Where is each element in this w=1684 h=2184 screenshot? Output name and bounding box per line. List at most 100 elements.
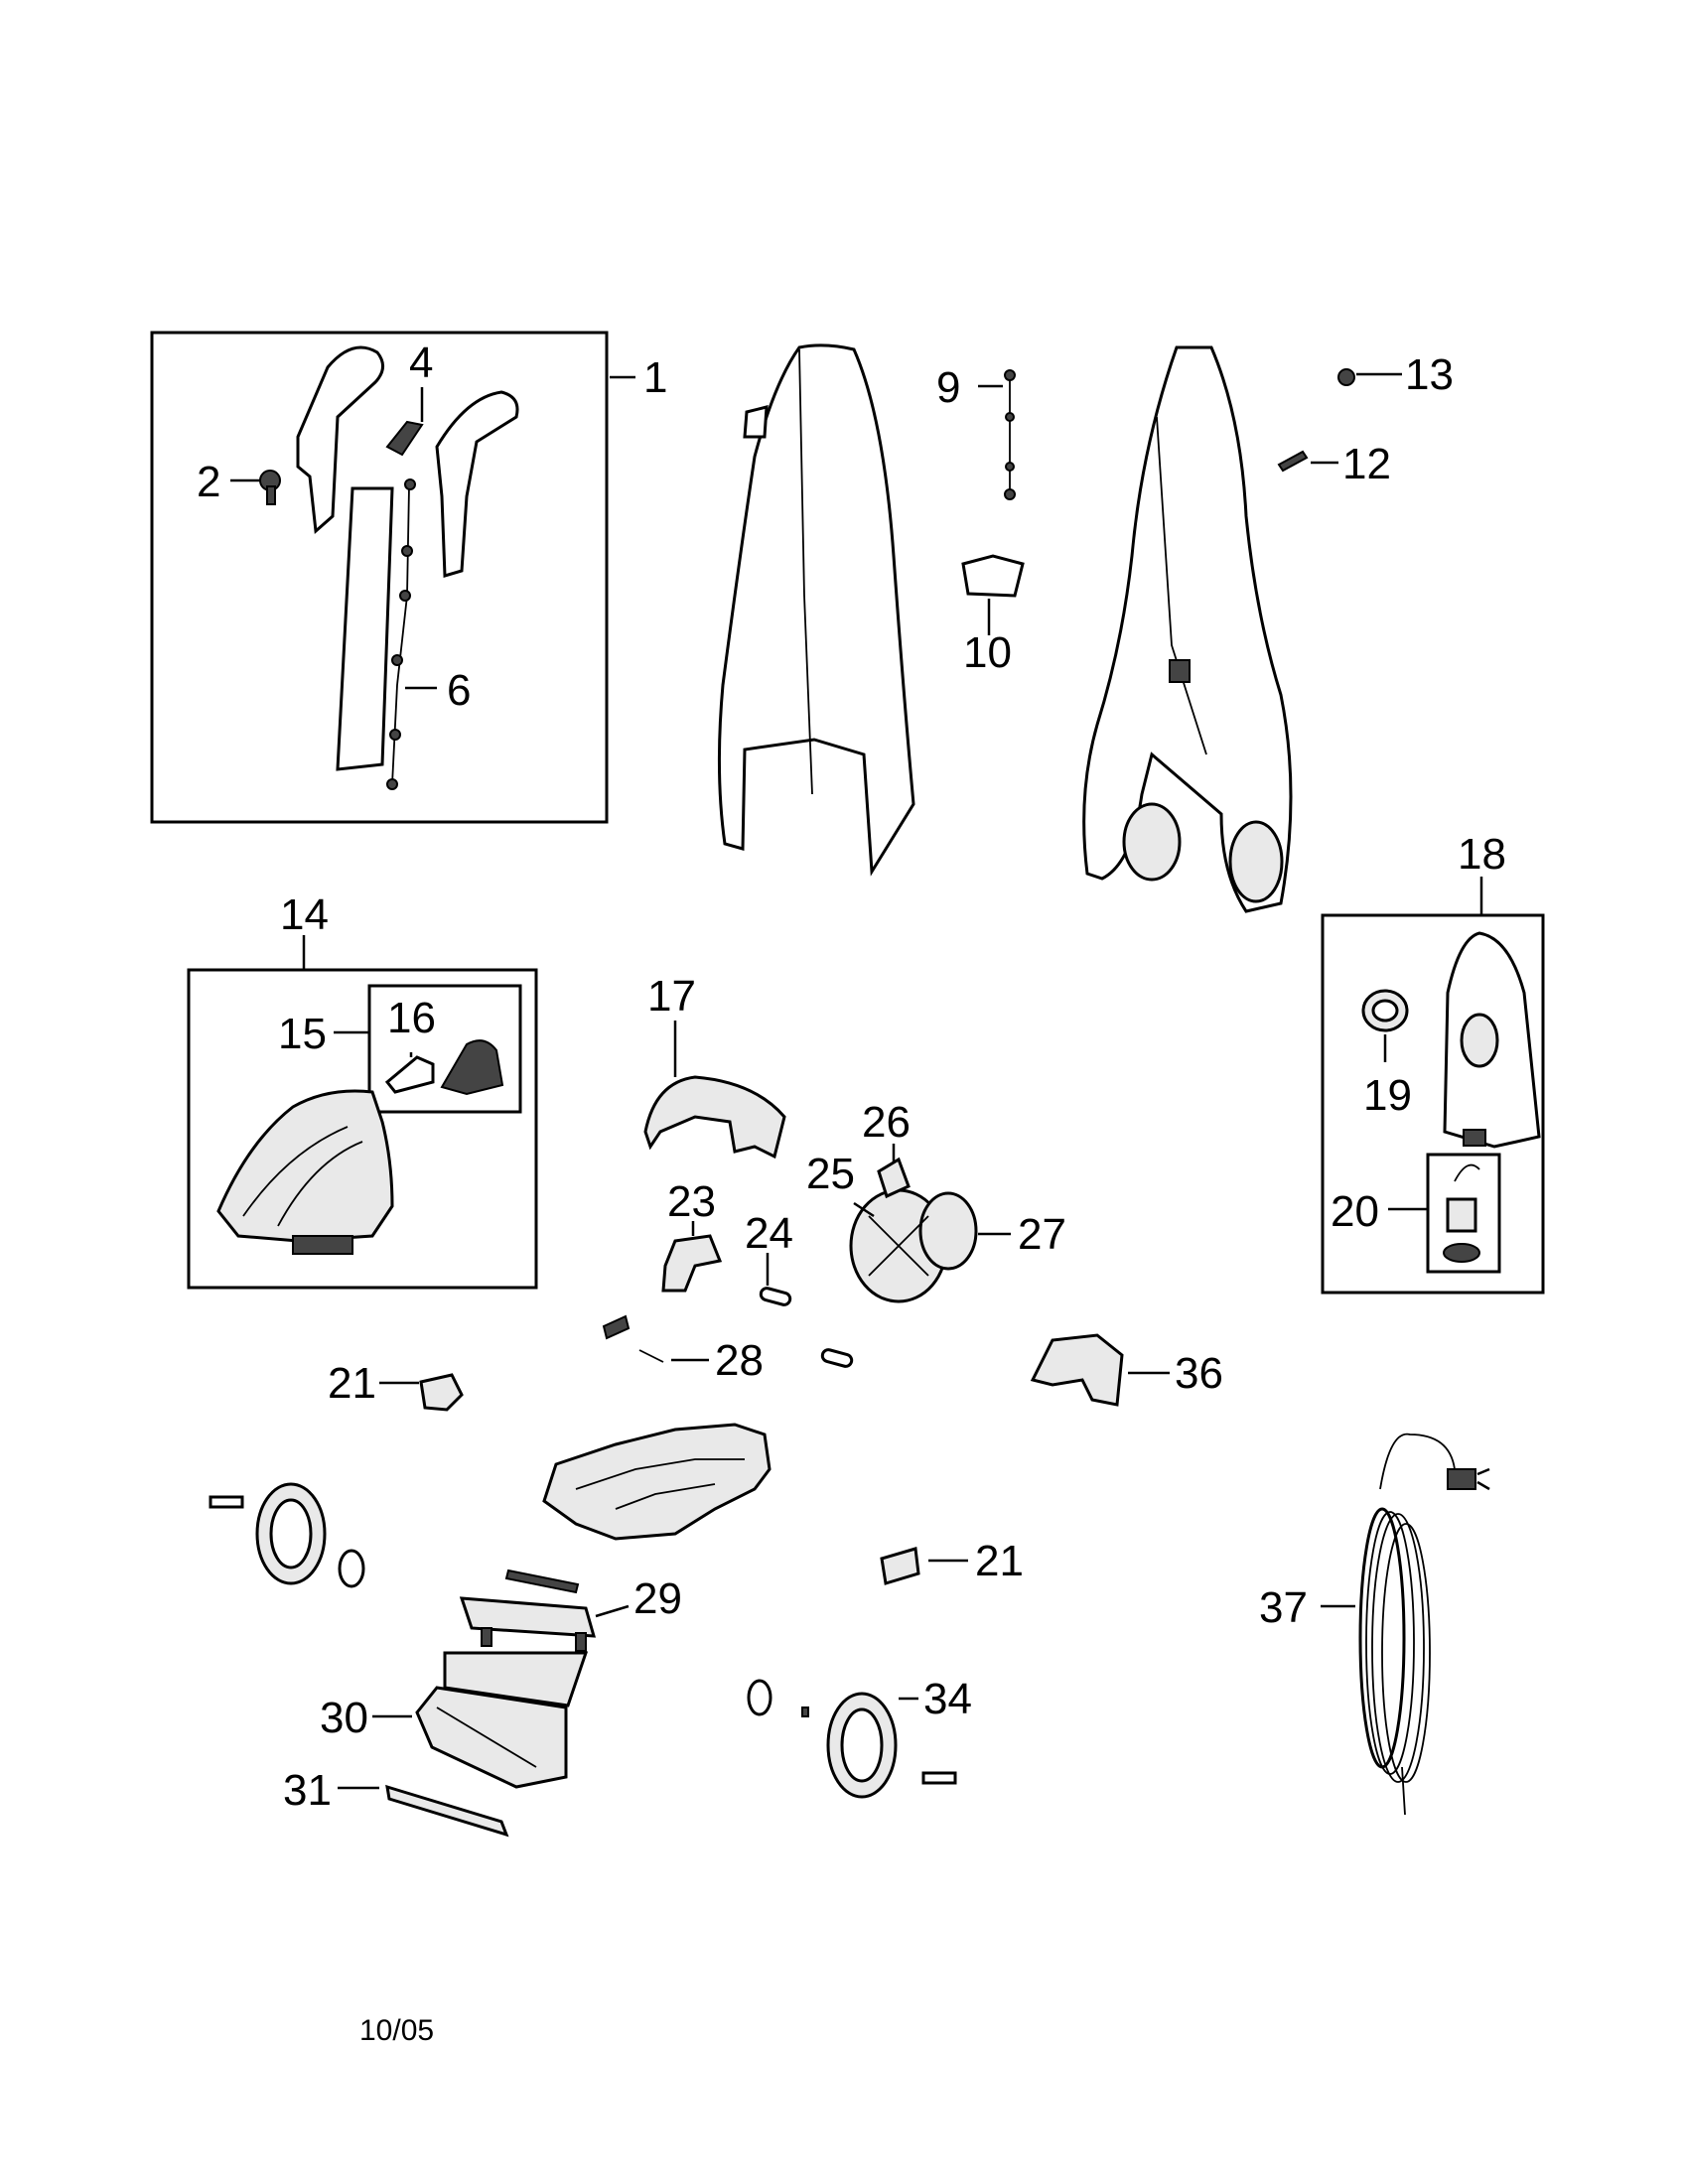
motor-group — [849, 1144, 1011, 1303]
brush-29-tab-a — [481, 1627, 492, 1647]
callout-24: 24 — [745, 1209, 793, 1258]
nut-13[interactable] — [1337, 368, 1355, 386]
callout-4: 4 — [409, 339, 433, 387]
wheel-34-hub — [840, 1707, 884, 1783]
motor-end-27 — [918, 1191, 978, 1271]
pin-28[interactable] — [638, 1349, 664, 1363]
rear-body[interactable] — [1082, 345, 1293, 913]
nozzle-upper-30[interactable] — [443, 1651, 589, 1707]
callout-36: 36 — [1175, 1349, 1223, 1398]
clip-21a[interactable] — [419, 1373, 464, 1412]
spring-28[interactable] — [602, 1314, 631, 1340]
group-box-1 — [150, 331, 609, 824]
dirty-tank-port — [1460, 1013, 1499, 1068]
rear-body-right-wheel — [1228, 820, 1284, 903]
callout-21-left: 21 — [328, 1359, 376, 1408]
axle-right[interactable] — [921, 1771, 957, 1785]
plug-prong-1 — [1476, 1467, 1490, 1476]
callout-30: 30 — [320, 1694, 368, 1742]
callout-34: 34 — [923, 1675, 972, 1723]
filter-16b[interactable] — [440, 1039, 504, 1096]
base-group — [542, 1423, 772, 1541]
tank-base — [292, 1235, 353, 1255]
front-cover-group — [717, 343, 915, 877]
handle-half-right[interactable] — [435, 390, 519, 578]
front-cover-tab — [743, 405, 769, 439]
callout-26: 26 — [862, 1098, 911, 1147]
callout-18: 18 — [1458, 830, 1506, 879]
callout-2: 2 — [197, 458, 220, 506]
part-21a-group — [379, 1373, 464, 1412]
leader-29 — [595, 1604, 630, 1618]
trigger-4[interactable] — [385, 420, 424, 457]
callout-19: 19 — [1363, 1071, 1412, 1120]
ring-left[interactable] — [338, 1549, 365, 1588]
cover-17[interactable] — [643, 1075, 786, 1160]
clean-water-tank[interactable] — [216, 1089, 394, 1243]
pin-12[interactable] — [1277, 450, 1309, 473]
group-box-14 — [187, 968, 538, 1290]
nozzle-30-edge — [436, 1706, 537, 1768]
squeegee-31[interactable] — [385, 1784, 509, 1838]
cap-19-inner — [1371, 999, 1399, 1023]
connector-26[interactable] — [877, 1157, 911, 1199]
axle-left[interactable] — [209, 1495, 244, 1509]
clip-right — [801, 1706, 809, 1717]
float-20-stem — [1454, 1163, 1480, 1182]
part-21b-group — [880, 1547, 968, 1585]
plug-prong-2 — [1476, 1480, 1490, 1491]
left-wheel-group — [209, 1482, 365, 1588]
filter-16a[interactable] — [384, 1055, 435, 1094]
ring-right[interactable] — [747, 1679, 772, 1716]
callout-28: 28 — [715, 1336, 764, 1385]
small-parts-group — [602, 1221, 854, 1368]
plug-37[interactable] — [1447, 1468, 1476, 1490]
callout-21-right: 21 — [975, 1537, 1024, 1585]
handle-assembly-group — [150, 331, 635, 824]
callout-17: 17 — [647, 972, 696, 1021]
cord-37-loop-2 — [1371, 1513, 1425, 1783]
cord-37-loop-3 — [1381, 1523, 1431, 1783]
clip-21b[interactable] — [880, 1547, 920, 1585]
callout-27: 27 — [1018, 1210, 1066, 1259]
callout-9: 9 — [936, 363, 960, 412]
pin-24a[interactable] — [759, 1287, 792, 1306]
cord-37-lead — [1379, 1433, 1466, 1490]
dirty-tank-outlet — [1463, 1129, 1486, 1147]
cord-37-tail — [1401, 1766, 1406, 1816]
parts-9-10-group — [961, 369, 1025, 635]
float-20-base — [1443, 1243, 1480, 1263]
group-box-15 — [367, 984, 522, 1114]
bracket-23[interactable] — [661, 1234, 723, 1293]
bracket-36[interactable] — [1030, 1333, 1124, 1407]
callout-31: 31 — [283, 1766, 332, 1815]
pin-24b[interactable] — [820, 1348, 854, 1368]
base-frame[interactable] — [542, 1423, 772, 1541]
rear-body-left-wheel — [1122, 802, 1182, 882]
latch-10[interactable] — [961, 554, 1025, 598]
callout-16: 16 — [387, 994, 436, 1042]
float-20[interactable] — [1446, 1197, 1477, 1233]
callout-37: 37 — [1259, 1583, 1308, 1632]
callout-10: 10 — [963, 628, 1012, 677]
callout-labels: 1 2 4 6 9 10 12 13 14 15 16 17 18 19 20 … — [197, 339, 1506, 1815]
rear-body-rib — [1156, 416, 1207, 755]
strip-29a — [504, 1569, 580, 1594]
tank-group — [187, 935, 538, 1290]
handle-tube[interactable] — [336, 486, 394, 771]
dirty-tank-group — [1321, 877, 1545, 1295]
front-cover[interactable] — [717, 343, 915, 877]
nozzle-group — [338, 1569, 630, 1838]
group-box-18 — [1321, 913, 1545, 1295]
brush-29[interactable] — [459, 1596, 597, 1638]
rod-6-detail — [386, 478, 416, 790]
handle-half-left[interactable] — [296, 345, 384, 535]
front-cover-seam — [798, 348, 813, 795]
base-frame-rib-2 — [615, 1483, 716, 1510]
leader-25 — [853, 1201, 875, 1218]
screw-2[interactable] — [259, 470, 281, 505]
callout-15: 15 — [278, 1010, 327, 1058]
tank-stripe-1 — [242, 1126, 349, 1217]
callout-6: 6 — [447, 666, 471, 715]
